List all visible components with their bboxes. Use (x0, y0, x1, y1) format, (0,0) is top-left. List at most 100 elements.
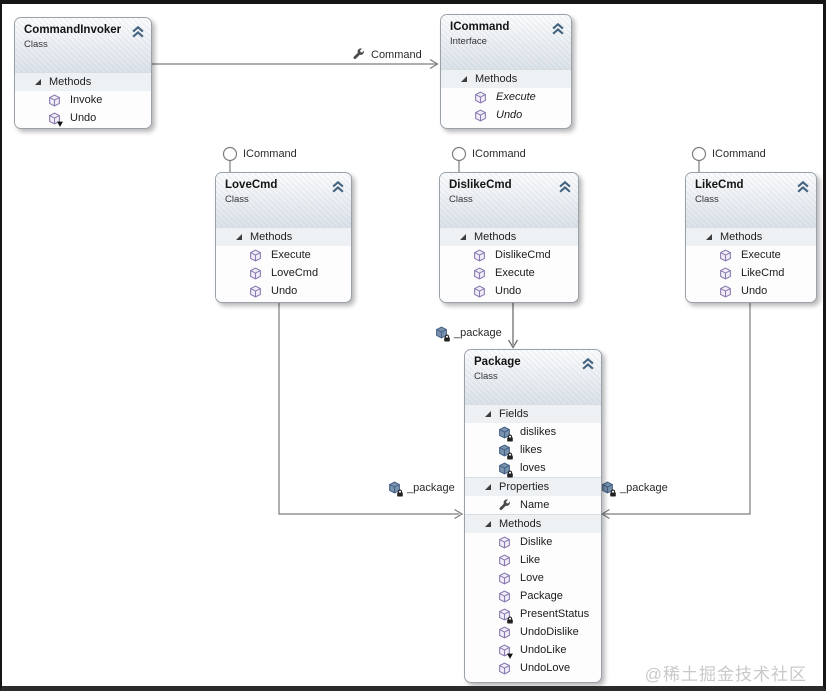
member-row[interactable]: Undo (440, 282, 578, 300)
class-kind: Class (695, 194, 719, 205)
member-row[interactable]: Undo (441, 106, 571, 124)
class-title: LoveCmd (225, 179, 278, 191)
association-label-package-top: _package (435, 326, 502, 342)
class-kind: Class (474, 371, 498, 382)
method-icon (719, 266, 732, 280)
class-header: LoveCmd Class (216, 173, 351, 227)
property-icon (352, 48, 365, 61)
member-name: dislikes (520, 426, 557, 438)
private-field-icon (601, 481, 616, 497)
collapse-chevron-icon[interactable] (551, 22, 565, 36)
method-icon (474, 108, 487, 122)
member-row[interactable]: Love (465, 569, 601, 587)
method-icon (498, 589, 511, 603)
member-name: Dislike (520, 536, 553, 548)
member-name: Undo (70, 112, 97, 124)
member-row[interactable]: Execute (686, 246, 816, 264)
class-box-likecmd[interactable]: LikeCmd Class Methods Execute LikeCmd Un… (685, 172, 817, 303)
class-title: ICommand (450, 21, 510, 33)
section-header-methods[interactable]: Methods (441, 69, 571, 88)
lollipop-label-icommand: ICommand (712, 148, 766, 160)
watermark: @稀土掘金技术社区 (644, 665, 807, 684)
member-name: UndoDislike (520, 626, 579, 638)
class-box-lovecmd[interactable]: LoveCmd Class Methods Execute LoveCmd Un… (215, 172, 352, 303)
private-method-icon (498, 607, 513, 623)
member-row[interactable]: UndoLike (465, 641, 601, 659)
method-icon (719, 248, 732, 262)
member-row[interactable]: UndoLove (465, 659, 601, 677)
collapse-chevron-icon[interactable] (558, 180, 572, 194)
collapse-chevron-icon[interactable] (796, 180, 810, 194)
method-icon (498, 571, 511, 585)
association-dislikecmd-package (507, 301, 519, 349)
class-title: CommandInvoker (24, 24, 122, 36)
expander-triangle-icon (461, 76, 467, 82)
member-row[interactable]: Execute (216, 246, 351, 264)
member-name: Undo (741, 285, 768, 297)
class-box-package[interactable]: Package Class Fields dislikes likes love… (464, 349, 602, 683)
member-name: LikeCmd (741, 267, 785, 279)
class-kind: Class (24, 39, 48, 50)
member-row[interactable]: Package (465, 587, 601, 605)
section-title: Methods (250, 231, 293, 243)
section-header-methods[interactable]: Methods (216, 227, 351, 246)
association-label-text: _package (620, 481, 668, 494)
class-kind: Interface (450, 36, 487, 47)
member-name: loves (520, 462, 546, 474)
member-row[interactable]: dislikes (465, 423, 601, 441)
section-header-methods[interactable]: Methods (440, 227, 578, 246)
class-box-dislikecmd[interactable]: DislikeCmd Class Methods DislikeCmd Exec… (439, 172, 579, 303)
section-header-methods[interactable]: Methods (15, 72, 151, 91)
member-row[interactable]: likes (465, 441, 601, 459)
member-name: Undo (271, 285, 298, 297)
section-header-methods[interactable]: Methods (465, 514, 601, 533)
class-title: LikeCmd (695, 179, 744, 191)
member-name: Execute (271, 249, 311, 261)
section-title: Fields (499, 408, 529, 420)
method-icon (48, 111, 63, 127)
collapse-chevron-icon[interactable] (331, 180, 345, 194)
member-row[interactable]: Invoke (15, 91, 151, 109)
class-kind: Class (449, 194, 473, 205)
member-row[interactable]: LoveCmd (216, 264, 351, 282)
member-name: Name (520, 499, 550, 511)
member-name: UndoLove (520, 662, 571, 674)
expander-triangle-icon (460, 234, 466, 240)
section-title: Properties (499, 481, 550, 493)
section-title: Methods (499, 518, 542, 530)
section-header-methods[interactable]: Methods (686, 227, 816, 246)
expander-triangle-icon (35, 79, 41, 85)
member-row[interactable]: Undo (686, 282, 816, 300)
member-row[interactable]: Execute (441, 88, 571, 106)
method-icon (498, 535, 511, 549)
association-label-text: Command (371, 48, 422, 61)
member-row[interactable]: loves (465, 459, 601, 477)
member-row[interactable]: DislikeCmd (440, 246, 578, 264)
private-field-icon (498, 425, 513, 441)
property-icon (498, 498, 511, 512)
member-row[interactable]: UndoDislike (465, 623, 601, 641)
member-name: Execute (496, 91, 536, 103)
member-row[interactable]: Execute (440, 264, 578, 282)
member-row[interactable]: Dislike (465, 533, 601, 551)
lollipop-label-icommand: ICommand (243, 148, 297, 160)
class-header: DislikeCmd Class (440, 173, 578, 227)
member-row[interactable]: LikeCmd (686, 264, 816, 282)
interface-box-icommand[interactable]: ICommand Interface Methods Execute Undo (440, 14, 572, 129)
collapse-chevron-icon[interactable] (581, 357, 595, 371)
member-name: Undo (495, 285, 522, 297)
method-icon (48, 93, 61, 107)
member-row[interactable]: Name (465, 496, 601, 514)
association-label-command: Command (352, 48, 422, 61)
member-name: PresentStatus (520, 608, 590, 620)
member-name: Undo (496, 109, 523, 121)
member-row[interactable]: Undo (15, 109, 151, 127)
member-row[interactable]: Like (465, 551, 601, 569)
member-row[interactable]: PresentStatus (465, 605, 601, 623)
section-header-fields[interactable]: Fields (465, 404, 601, 423)
member-name: Invoke (70, 94, 103, 106)
collapse-chevron-icon[interactable] (131, 25, 145, 39)
member-row[interactable]: Undo (216, 282, 351, 300)
class-box-commandinvoker[interactable]: CommandInvoker Class Methods Invoke Undo (14, 17, 152, 129)
section-header-properties[interactable]: Properties (465, 477, 601, 496)
